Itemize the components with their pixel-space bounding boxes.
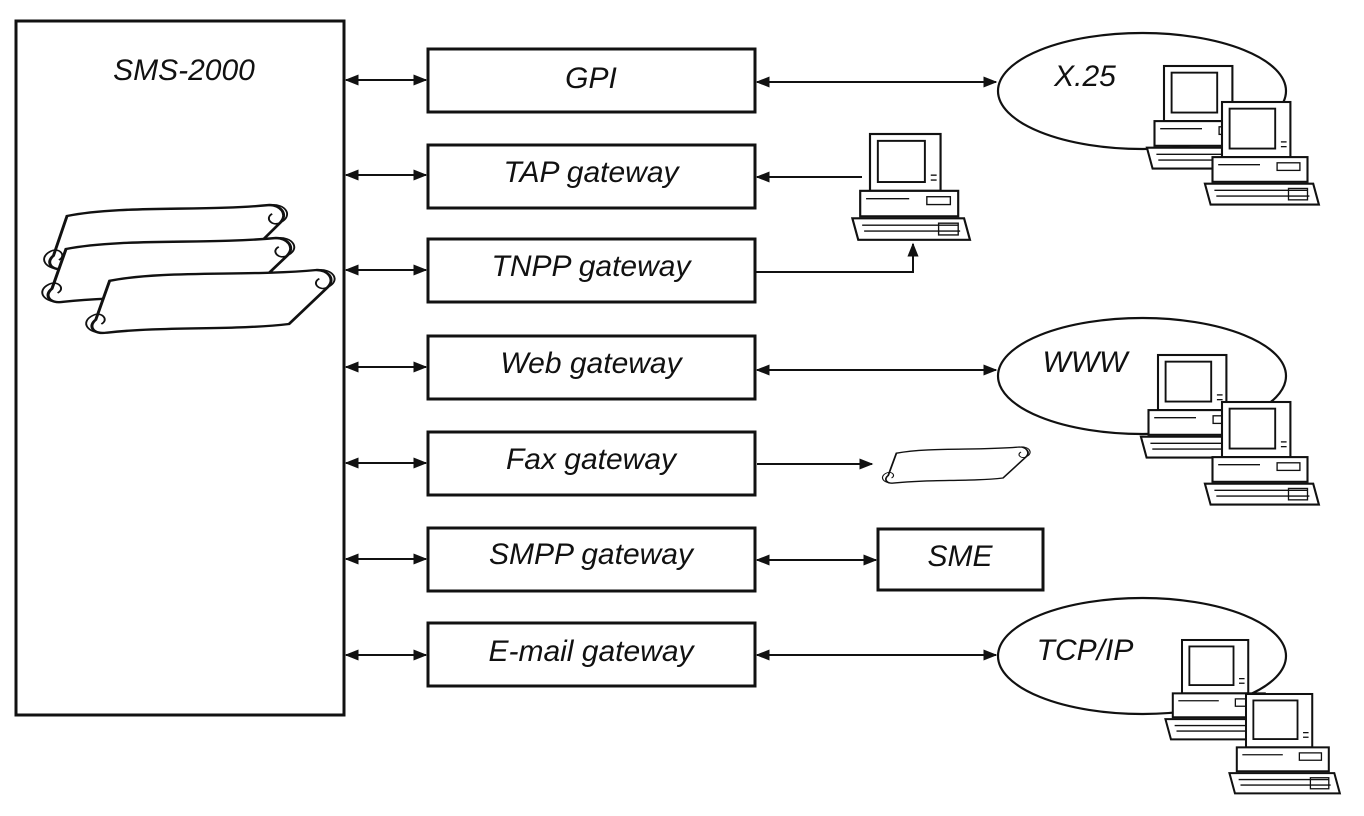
gateway-label-gpi: GPI — [565, 62, 617, 95]
gateway-label-smpp: SMPP gateway — [489, 538, 695, 571]
gateway-label-tap: TAP gateway — [503, 156, 680, 189]
gateway-label-web: Web gateway — [500, 347, 683, 380]
gateway-label-fax: Fax gateway — [506, 443, 678, 476]
gateway-label-email: E-mail gateway — [488, 635, 695, 668]
sme-box — [876, 527, 1045, 592]
network-tcpip: TCP/IP — [996, 596, 1341, 795]
gateway-box-web — [426, 334, 757, 401]
sme-endpoint: SME — [876, 527, 1045, 592]
gateway-label-tnpp: TNPP gateway — [492, 250, 693, 283]
gateway-box-fax — [426, 430, 757, 497]
gateway-column: GPI TAP gateway TNPP gateway Web gateway… — [426, 47, 757, 688]
sme-label: SME — [927, 540, 993, 573]
network-label-x25: X.25 — [1053, 60, 1116, 93]
sms-gateway-arrows — [344, 74, 428, 661]
terminal-computer-icon — [851, 132, 972, 241]
arrow-tnpp-terminal — [755, 242, 919, 273]
network-www: WWW — [996, 316, 1320, 506]
gateway-box-tap — [426, 143, 757, 210]
network-label-www: WWW — [1043, 346, 1131, 379]
computer-icon — [1203, 400, 1320, 506]
network-label-tcpip: TCP/IP — [1037, 634, 1134, 667]
gateway-box-tnpp — [426, 237, 757, 304]
computer-icon — [1228, 692, 1341, 795]
gateway-box-email — [426, 621, 757, 688]
sms-2000-block — [14, 19, 346, 717]
sms-2000-label: SMS-2000 — [113, 54, 255, 87]
computer-icon — [1203, 100, 1320, 206]
fax-paper-icon — [881, 445, 1032, 485]
network-x25: X.25 — [996, 31, 1320, 206]
gateway-box-smpp — [426, 526, 757, 593]
gateway-box-gpi — [426, 47, 757, 114]
